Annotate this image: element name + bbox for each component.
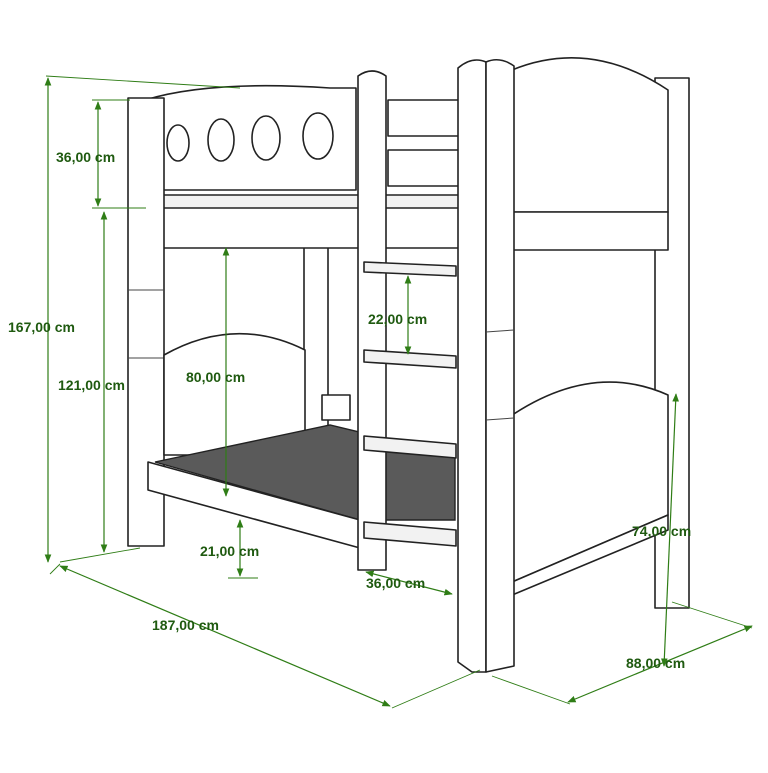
porthole-3 bbox=[251, 115, 281, 161]
upper-side-frame-left bbox=[139, 207, 361, 249]
upper-back-rail-1 bbox=[387, 99, 461, 137]
upper-right-headboard bbox=[511, 57, 669, 213]
label-length: 187,00 cm bbox=[152, 617, 219, 633]
porthole-4 bbox=[302, 112, 334, 160]
porthole-1 bbox=[166, 124, 190, 162]
ladder-rung-3 bbox=[363, 435, 457, 459]
label-total-height: 167,00 cm bbox=[8, 319, 75, 335]
dim-line-end-height bbox=[660, 393, 680, 667]
front-right-post-inner bbox=[457, 59, 487, 673]
label-lower-height: 121,00 cm bbox=[58, 377, 125, 393]
label-ladder-width: 36,00 cm bbox=[366, 575, 425, 591]
dimension-labels: 167,00 cm 36,00 cm 121,00 cm 80,00 cm 22… bbox=[8, 149, 691, 671]
ladder-rung-1 bbox=[363, 261, 457, 277]
label-width: 88,00 cm bbox=[626, 655, 685, 671]
label-end-height: 74,00 cm bbox=[632, 523, 691, 539]
label-bunk-clearance: 80,00 cm bbox=[186, 369, 245, 385]
upper-frame-right bbox=[511, 211, 669, 251]
upper-back-rail-2 bbox=[387, 149, 461, 187]
label-top-rail-height: 36,00 cm bbox=[56, 149, 115, 165]
label-ladder-step: 22,00 cm bbox=[368, 311, 427, 327]
upper-left-headboard bbox=[144, 84, 357, 191]
lower-back-rail bbox=[321, 394, 351, 421]
label-floor-clearance: 21,00 cm bbox=[200, 543, 259, 559]
dim-line-length bbox=[59, 565, 391, 707]
lower-left-headboard bbox=[163, 332, 306, 456]
bunk-bed-drawing bbox=[127, 57, 690, 673]
ladder-rung-4 bbox=[363, 521, 457, 547]
front-right-post bbox=[485, 58, 515, 673]
dim-line-width bbox=[567, 625, 753, 703]
upper-side-frame-mid bbox=[379, 207, 461, 249]
dimension-lines bbox=[44, 75, 753, 709]
porthole-2 bbox=[207, 118, 235, 162]
ladder-rung-2 bbox=[363, 349, 457, 369]
